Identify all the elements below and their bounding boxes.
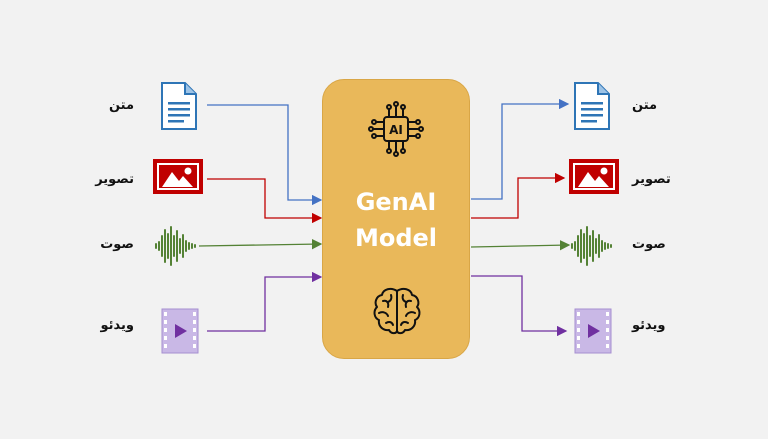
video-icon xyxy=(161,308,199,354)
image-icon xyxy=(153,159,203,194)
input-label-audio: صوت xyxy=(100,237,134,252)
output-label-image: تصویر xyxy=(632,172,671,187)
model-title-line1: GenAI xyxy=(355,188,437,216)
ai-chip-icon: AI xyxy=(368,101,424,157)
output-label-text: متن xyxy=(632,98,658,113)
input-connector-image xyxy=(207,178,323,224)
model-title-line2: Model xyxy=(354,224,438,252)
document-icon xyxy=(574,82,610,130)
brain-icon xyxy=(373,287,421,335)
output-connector-audio xyxy=(470,239,571,251)
input-connector-audio xyxy=(198,238,323,250)
input-label-image: تصویر xyxy=(95,172,134,187)
input-connector-video xyxy=(207,271,323,332)
chip-text: AI xyxy=(389,123,403,137)
output-connector-text xyxy=(471,98,570,200)
model-title: GenAI Model xyxy=(323,184,469,256)
input-label-video: ویدئو xyxy=(100,318,134,333)
output-label-audio: صوت xyxy=(632,237,666,252)
image-icon xyxy=(569,159,619,194)
input-connector-text xyxy=(207,104,323,206)
output-connector-image xyxy=(471,172,566,219)
genai-model-box: AI GenAI Model xyxy=(322,79,470,359)
output-connector-video xyxy=(471,275,568,337)
video-icon xyxy=(574,308,612,354)
soundwave-icon xyxy=(571,226,612,266)
document-icon xyxy=(161,82,197,130)
output-label-video: ویدئو xyxy=(632,318,666,333)
input-label-text: متن xyxy=(108,98,134,113)
soundwave-icon xyxy=(155,226,196,266)
